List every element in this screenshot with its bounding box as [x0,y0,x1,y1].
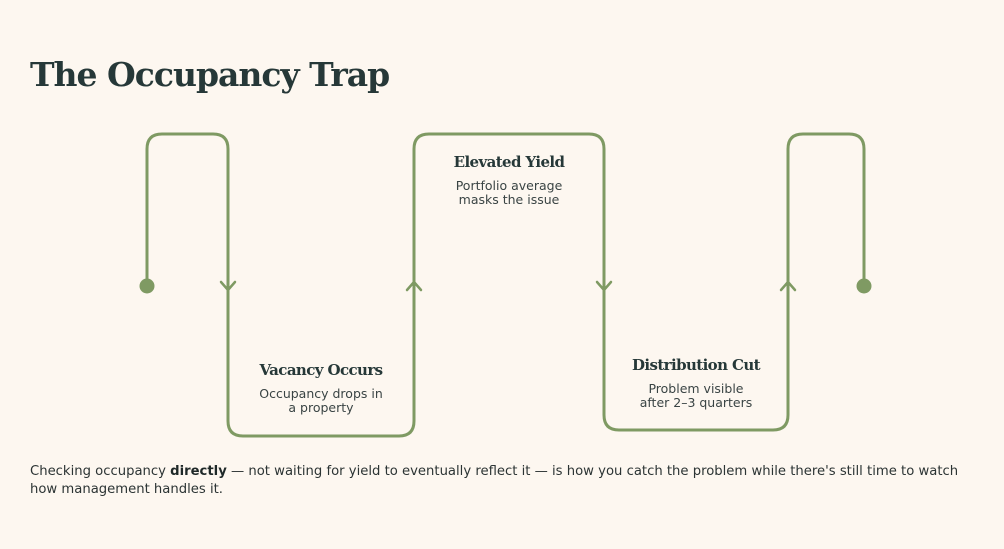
end-dot [856,278,872,294]
step-description: Portfolio average masks the issue [419,179,599,207]
arrow-down-icon [219,280,237,292]
step-description: Problem visible after 2–3 quarters [606,382,786,410]
flow-path-line [145,132,866,438]
step-description-line: Occupancy drops in [259,386,383,401]
arrow-up-icon [405,280,423,292]
step-description-line: a property [288,400,354,415]
caption-text: Checking occupancy directly — not waitin… [30,463,980,499]
step-vacancy-occurs: Vacancy Occurs Occupancy drops in a prop… [231,361,411,415]
step-description-line: after 2–3 quarters [639,395,753,410]
step-description-line: Portfolio average [455,178,563,193]
page-title: The Occupancy Trap [30,55,390,94]
step-description-line: masks the issue [458,192,560,207]
step-title: Elevated Yield [453,153,565,171]
step-distribution-cut: Distribution Cut Problem visible after 2… [606,356,786,410]
step-elevated-yield: Elevated Yield Portfolio average masks t… [419,153,599,207]
arrow-down-icon [595,280,613,292]
caption-after: — not waiting for yield to eventually re… [30,464,959,497]
caption-emphasis: directly [170,464,227,479]
step-description: Occupancy drops in a property [231,387,411,415]
caption-before: Checking occupancy [30,464,171,479]
arrow-up-icon [779,280,797,292]
start-dot [139,278,155,294]
step-title: Vacancy Occurs [259,361,384,379]
step-description-line: Problem visible [648,381,744,396]
step-title: Distribution Cut [631,356,761,374]
